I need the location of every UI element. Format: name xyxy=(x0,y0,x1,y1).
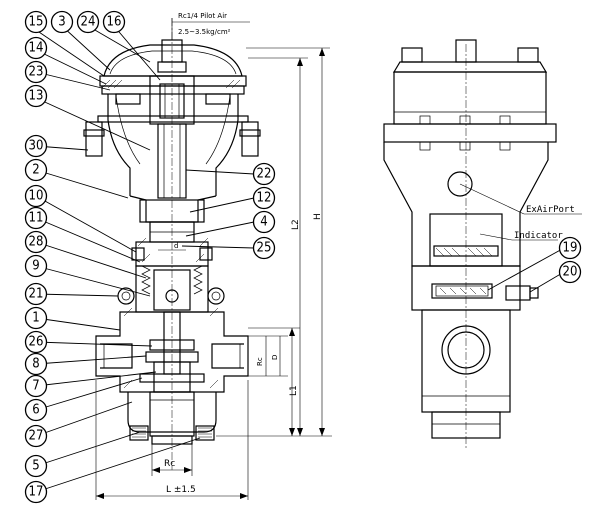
pilot-note-line1: Rc1/4 Pilot Air xyxy=(178,12,227,20)
callout-6: 6 xyxy=(24,398,48,422)
svg-text:3: 3 xyxy=(58,15,65,30)
dim-h: H xyxy=(313,213,323,220)
callout-27: 27 xyxy=(24,424,48,448)
callout-26: 26 xyxy=(24,330,48,354)
callout-7: 7 xyxy=(24,374,48,398)
svg-text:30: 30 xyxy=(29,139,44,154)
pilot-note-line2: 2.5~3.5kg/cm² xyxy=(178,28,231,36)
dim-l1: L1 xyxy=(289,385,299,396)
dim-rc-bottom: Rc xyxy=(164,459,175,469)
label-indicator: Indicator xyxy=(514,231,563,241)
callout-30: 30 xyxy=(24,134,48,158)
svg-text:5: 5 xyxy=(32,459,39,474)
callout-5: 5 xyxy=(24,454,48,478)
svg-text:4: 4 xyxy=(260,215,267,230)
svg-text:16: 16 xyxy=(107,15,122,30)
svg-text:19: 19 xyxy=(563,241,578,256)
callout-14: 14 xyxy=(24,36,48,60)
svg-text:28: 28 xyxy=(29,235,44,250)
svg-text:6: 6 xyxy=(32,403,39,418)
callout-23: 23 xyxy=(24,60,48,84)
dim-d-top: D xyxy=(271,355,279,360)
svg-text:9: 9 xyxy=(32,259,39,274)
svg-text:11: 11 xyxy=(29,211,44,226)
svg-text:13: 13 xyxy=(29,89,44,104)
dim-l-tol: L ±1.5 xyxy=(166,485,196,495)
callout-17: 17 xyxy=(24,480,48,504)
callout-16: 16 xyxy=(102,10,126,34)
front-section-view xyxy=(83,18,261,470)
svg-text:10: 10 xyxy=(29,189,44,204)
callout-4: 4 xyxy=(252,210,276,234)
svg-text:26: 26 xyxy=(29,335,44,350)
callout-24: 24 xyxy=(76,10,100,34)
callout-19: 19 xyxy=(558,236,582,260)
svg-text:8: 8 xyxy=(32,357,39,372)
svg-text:20: 20 xyxy=(563,265,578,280)
dim-rc-top: Rc xyxy=(256,357,264,366)
callout-20: 20 xyxy=(558,260,582,284)
callout-21: 21 xyxy=(24,282,48,306)
svg-text:17: 17 xyxy=(29,485,44,500)
svg-text:25: 25 xyxy=(257,241,272,256)
svg-text:24: 24 xyxy=(81,15,96,30)
leader-lines xyxy=(35,25,565,493)
svg-text:7: 7 xyxy=(32,379,39,394)
callout-10: 10 xyxy=(24,184,48,208)
svg-text:15: 15 xyxy=(29,15,44,30)
callout-9: 9 xyxy=(24,254,48,278)
callout-22: 22 xyxy=(252,162,276,186)
svg-text:12: 12 xyxy=(257,191,272,206)
svg-text:22: 22 xyxy=(257,167,272,182)
dimension-lines: Rc1/4 Pilot Air 2.5~3.5kg/cm² L2 H L1 Rc… xyxy=(95,12,332,500)
svg-text:2: 2 xyxy=(32,163,39,178)
dim-d-small: d xyxy=(174,242,178,250)
callout-1: 1 xyxy=(24,306,48,330)
svg-text:27: 27 xyxy=(29,429,44,444)
callout-2: 2 xyxy=(24,158,48,182)
dim-l2: L2 xyxy=(291,219,301,230)
callout-8: 8 xyxy=(24,352,48,376)
callout-25: 25 xyxy=(252,236,276,260)
callout-12: 12 xyxy=(252,186,276,210)
svg-text:21: 21 xyxy=(29,287,44,302)
svg-text:1: 1 xyxy=(32,311,39,326)
callout-28: 28 xyxy=(24,230,48,254)
svg-text:23: 23 xyxy=(29,65,44,80)
callout-3: 3 xyxy=(50,10,74,34)
side-view: ExAirPort Indicator xyxy=(383,39,582,450)
callout-15: 15 xyxy=(24,10,48,34)
svg-text:14: 14 xyxy=(29,41,44,56)
label-ex-air-port: ExAirPort xyxy=(526,205,575,215)
callout-11: 11 xyxy=(24,206,48,230)
callout-13: 13 xyxy=(24,84,48,108)
